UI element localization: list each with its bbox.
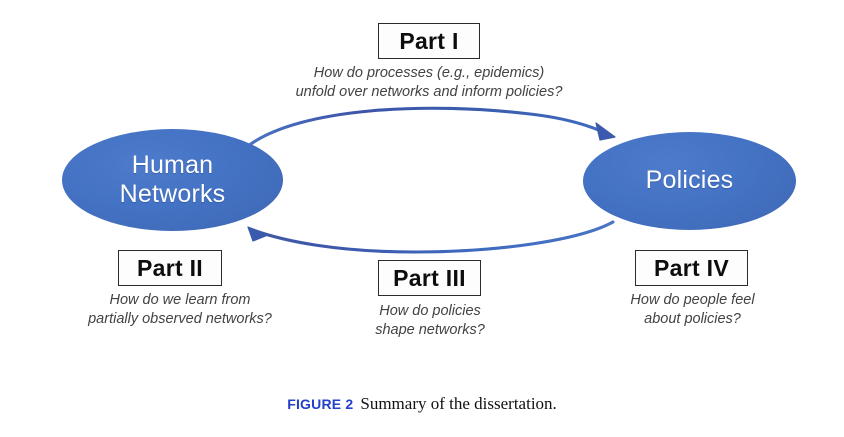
part-3-caption: How do policies shape networks? (375, 303, 485, 338)
figure-caption: FIGURE 2 Summary of the dissertation. (0, 394, 844, 414)
part-1-caption: How do processes (e.g., epidemics) unfol… (295, 65, 563, 100)
arrow-networks-to-policies (246, 106, 616, 148)
part-2-title-box[interactable]: Part II (118, 250, 222, 286)
figure-caption-label: FIGURE 2 (287, 396, 354, 412)
arrow-policies-to-networks (247, 220, 615, 254)
part-1-title-box[interactable]: Part I (378, 23, 480, 59)
node-policies-text: Policies (646, 166, 734, 196)
node-human-networks-line2: Networks (119, 180, 226, 208)
node-human-networks-text: Human Networks (120, 151, 226, 210)
part-2-caption: How do we learn from partially observed … (88, 292, 272, 327)
part-3-title-box[interactable]: Part III (378, 260, 481, 296)
node-human-networks[interactable]: Human Networks (62, 129, 283, 231)
part-4-caption: How do people feel about policies? (630, 292, 755, 327)
node-human-networks-line1: Human (131, 150, 214, 179)
node-policies-line1: Policies (645, 166, 734, 195)
node-policies[interactable]: Policies (583, 132, 796, 230)
part-4-title-box[interactable]: Part IV (635, 250, 748, 286)
figure-caption-text: Summary of the dissertation. (360, 394, 557, 413)
